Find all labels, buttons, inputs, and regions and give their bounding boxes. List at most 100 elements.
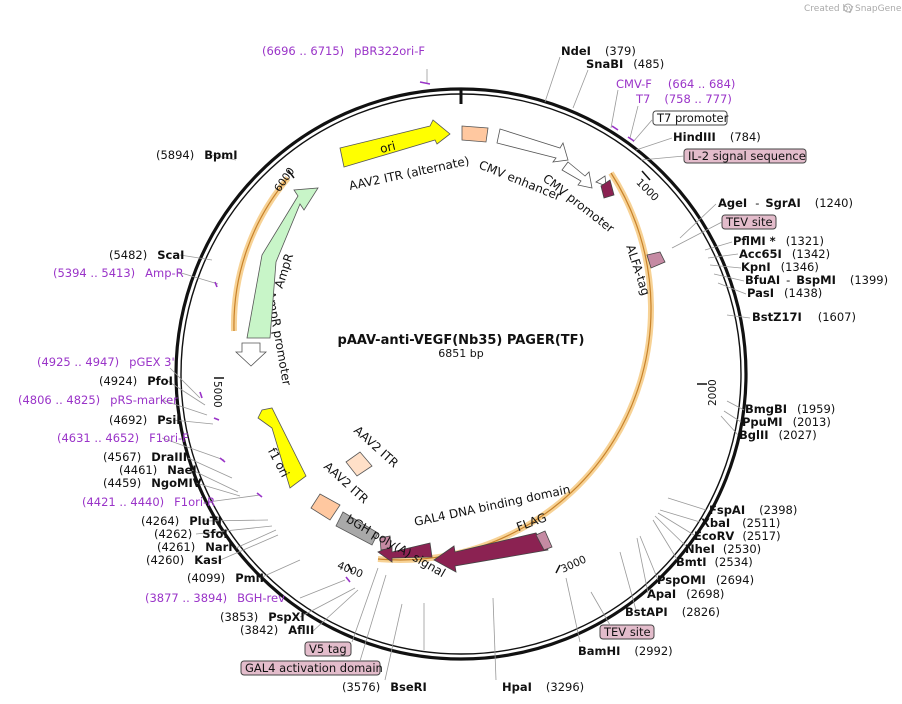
site-apai[interactable]: ApaI (647, 587, 676, 601)
feature-flag-block[interactable] (535, 530, 553, 551)
backbone-inner-ring (180, 93, 742, 655)
site-bmgbi[interactable]: BmgBI (745, 402, 787, 416)
svg-text:PflMI *(1321): PflMI *(1321) (733, 234, 824, 248)
box-v5-tag[interactable] (304, 641, 352, 657)
svg-text:(4806 .. 4825)pRS-marker: (4806 .. 4825)pRS-marker (18, 393, 178, 407)
site-pmli[interactable]: PmlI (235, 571, 264, 585)
svg-text:NheI(2530): NheI(2530) (685, 542, 761, 556)
feature-cmv-promoter-arrow[interactable] (561, 161, 593, 189)
feature-bgh-polya-block[interactable] (335, 511, 379, 546)
annotation-boxes: T7 promoter IL-2 signal sequence TEV sit… (240, 110, 807, 676)
svg-text:(3576)BseRI: (3576)BseRI (342, 680, 427, 694)
tick-1000 (641, 170, 651, 181)
svg-text:(5482)ScaI: (5482)ScaI (109, 248, 184, 262)
site-kasi[interactable]: KasI (194, 553, 222, 567)
feature-f1-ori-arrow[interactable] (257, 407, 307, 489)
site-kpni[interactable]: KpnI (741, 260, 771, 274)
svg-text:HpaI(3296): HpaI(3296) (502, 680, 584, 694)
feature-v5-block[interactable] (379, 535, 392, 551)
site-aflii[interactable]: AflII (288, 623, 314, 637)
site-agei[interactable]: AgeI (718, 196, 747, 210)
site-pflmi[interactable]: PflMI * (733, 234, 776, 248)
feature-ori-label: ori (378, 139, 397, 156)
primer-cmv-f[interactable]: CMV-F (616, 77, 652, 91)
site-nhei[interactable]: NheI (685, 542, 715, 556)
primer-t7[interactable]: T7 (635, 92, 650, 106)
svg-text:(4692)PsiI: (4692)PsiI (109, 413, 181, 427)
tick-label-4000: 4000 (335, 559, 364, 580)
box-t7-promoter-label: T7 promoter (656, 111, 729, 125)
feature-t7-promoter-arrow[interactable] (595, 175, 607, 187)
site-ndei[interactable]: NdeI (561, 44, 591, 58)
site-bstz17i[interactable]: BstZ17I (752, 310, 802, 324)
svg-text:(4264)PluTI: (4264)PluTI (141, 514, 222, 528)
site-sgrai[interactable]: SgrAI (765, 196, 800, 210)
primer-f1ori-f[interactable]: F1ori-F (149, 431, 189, 445)
primer-bgh-rev[interactable]: BGH-rev (237, 591, 285, 605)
primer-pgex-3[interactable]: pGEX 3' (129, 355, 175, 369)
feature-cmv-enhancer-arrow[interactable] (496, 128, 569, 163)
site-acc65i[interactable]: Acc65I (739, 247, 782, 261)
site-pasi[interactable]: PasI (747, 286, 774, 300)
svg-text:HindIII(784): HindIII(784) (673, 130, 761, 144)
primer-amp-r[interactable]: Amp-R (145, 266, 184, 280)
box-v5-tag-label: V5 tag (309, 642, 347, 656)
box-gal4-activation-label: GAL4 activation domain (245, 661, 383, 675)
highlight-arc-left-line (233, 177, 289, 332)
position-ticks: 1000 2000 3000 4000 5000 6000 (211, 165, 719, 580)
tick-4000 (347, 563, 353, 573)
site-ecorv[interactable]: EcoRV (694, 529, 734, 543)
site-bfuai[interactable]: BfuAI (745, 273, 780, 287)
site-bglii[interactable]: BglII (739, 428, 769, 442)
box-tev-site-lower[interactable] (599, 624, 655, 640)
site-psii[interactable]: PsiI (157, 413, 180, 427)
svg-text:EcoRV(2517): EcoRV(2517) (694, 529, 781, 543)
svg-text:BstAPI(2826): BstAPI(2826) (625, 605, 720, 619)
site-hindiii[interactable]: HindIII (673, 130, 716, 144)
site-ngomiv[interactable]: NgoMIV (151, 476, 201, 490)
site-pluti[interactable]: PluTI (189, 514, 222, 528)
site-bstapi[interactable]: BstAPI (625, 605, 668, 619)
feature-flag-label: FLAG (514, 510, 548, 534)
site-bmti[interactable]: BmtI (676, 555, 707, 569)
feature-gal4-dbd-arrow[interactable] (433, 532, 549, 573)
credit-text: Created by (804, 4, 854, 14)
site-bpmi[interactable]: BpmI (204, 148, 237, 162)
feature-ampr-arrow[interactable] (246, 187, 319, 339)
site-bseri[interactable]: BseRI (390, 680, 427, 694)
feature-ori-arrow[interactable] (339, 119, 451, 168)
site-pspxi[interactable]: PspXI (268, 610, 304, 624)
site-ppumi[interactable]: PpuMI (742, 415, 783, 429)
site-fspai[interactable]: FspAI (709, 503, 745, 517)
feature-aav2-itr-block[interactable] (310, 493, 341, 521)
snapgene-credit: Created by SnapGene (804, 3, 902, 14)
site-sfoi[interactable]: SfoI (202, 527, 227, 541)
site-naei[interactable]: NaeI (167, 463, 196, 477)
svg-text:(4421 .. 4440)F1ori-R: (4421 .. 4440)F1ori-R (82, 495, 215, 509)
right-site-labels: NdeI(379) SnaBI(485) CMV-F(664 .. 684) T… (342, 44, 888, 694)
feature-gal4-segment-arrow[interactable] (377, 542, 433, 563)
site-bamhi[interactable]: BamHI (578, 644, 620, 658)
site-scai[interactable]: ScaI (157, 248, 184, 262)
site-bspmi[interactable]: BspMI (796, 273, 836, 287)
site-xbai[interactable]: XbaI (701, 516, 730, 530)
feature-aav2-itr-2-block[interactable] (345, 451, 373, 477)
site-nari[interactable]: NarI (205, 540, 232, 554)
site-hpai[interactable]: HpaI (502, 680, 532, 694)
feature-ampr-promoter-arrow[interactable] (234, 342, 268, 367)
box-t7-promoter[interactable] (652, 110, 728, 126)
site-snabi[interactable]: SnaBI (586, 57, 623, 71)
svg-text:AgeI-SgrAI(1240): AgeI-SgrAI(1240) (718, 196, 853, 210)
feature-alfa-tag-block[interactable] (646, 251, 666, 269)
site-pspomi[interactable]: PspOMI (657, 573, 706, 587)
primer-pbr322ori-f[interactable]: pBR322ori-F (354, 44, 425, 58)
primer-prs-marker[interactable]: pRS-marker (110, 393, 178, 407)
svg-text:PspOMI(2694): PspOMI(2694) (657, 573, 754, 587)
box-gal4-activation[interactable] (240, 660, 381, 676)
site-draiii[interactable]: DraIII (151, 450, 187, 464)
feature-il2-signal-arrow[interactable] (600, 179, 615, 199)
feature-aav2-itr-alternate-block[interactable] (461, 125, 489, 143)
primer-f1ori-r[interactable]: F1ori-R (174, 495, 215, 509)
site-pfoi[interactable]: PfoI (147, 374, 173, 388)
